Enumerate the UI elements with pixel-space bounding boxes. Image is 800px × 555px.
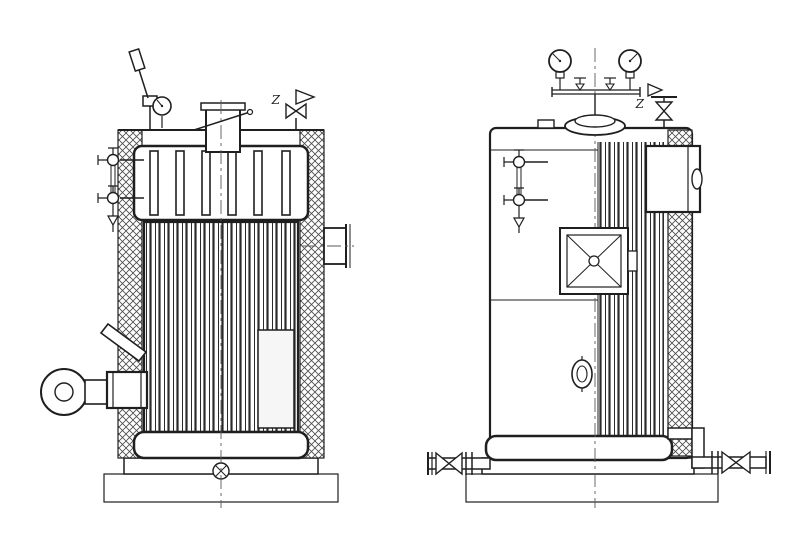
pressure-gauge [152,96,172,128]
flue-outlet-box [644,144,703,214]
steam-valve: Z [271,88,316,130]
damper-handle [193,111,251,131]
blower-outlet [84,379,108,405]
water-level-gauge [97,147,144,232]
pressure-gauge-right [618,49,642,79]
gauge-drain-valve [512,217,526,229]
damper-handle-knob [246,108,254,116]
bottom-ring [484,434,674,462]
right-elevation-view: Z [427,48,771,508]
water-level-gauge [503,149,548,233]
sight-glass [588,255,600,267]
fuel-pipe [99,322,148,363]
burner-body [105,370,149,410]
safety-valve-weight [128,47,146,73]
chimney-stub [205,107,241,153]
valve-flag [295,88,316,106]
test-valve-right [604,77,616,91]
manhole-dome [564,94,626,136]
gate-valve [435,451,451,476]
burner-sight-panel [559,227,638,295]
handhole [571,356,593,392]
blowdown-pipe-right [667,427,771,475]
valve-label-z: Z [271,93,281,107]
foundation-slab [465,473,719,503]
panel-hinge [627,250,638,272]
gauge-manifold [548,49,642,97]
feed-fitting [537,119,555,129]
main-steam-valve: Z [635,83,677,128]
valve-label-z: Z [635,97,645,111]
valve-flag [647,83,664,97]
flue-outlet [302,224,354,268]
gate-valve [721,450,738,475]
access-panel [257,329,295,429]
blowdown-pipe-left [427,451,491,476]
pressure-gauge-left [548,49,572,79]
chimney-flange [200,102,246,111]
lever-safety-valve [128,47,158,130]
gauge-drain-valve [106,215,120,227]
burner-unit [40,322,149,416]
left-elevation-view: Z [40,47,354,508]
outlet-oval [691,168,703,190]
test-valve-left [574,77,586,91]
